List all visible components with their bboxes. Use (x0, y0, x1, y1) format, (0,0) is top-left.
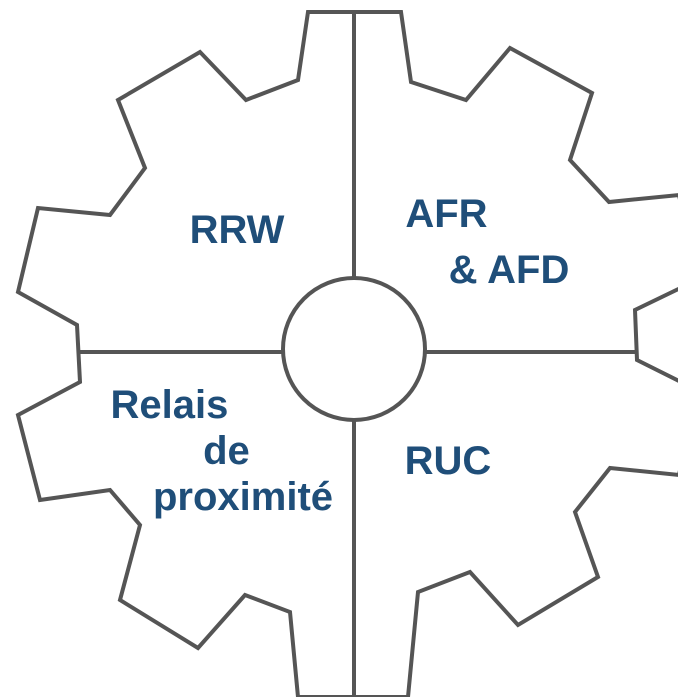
label-top-right-line-2: & AFD (449, 248, 570, 292)
label-top-left-line-1: RRW (190, 208, 285, 252)
label-bottom-left-line-3: proximité (153, 475, 333, 519)
label-bottom-left-line-2: de (203, 429, 250, 473)
label-bottom-right: RUC (405, 439, 492, 483)
label-bottom-right-line-1: RUC (405, 439, 492, 483)
label-bottom-left-line-1: Relais (111, 383, 229, 427)
label-top-right-line-1: AFR (405, 192, 487, 236)
label-top-left: RRW (190, 208, 285, 252)
label-top-right: AFR & AFD (405, 192, 569, 292)
label-bottom-left: Relais de proximité (111, 383, 334, 519)
center-hub (281, 276, 427, 422)
